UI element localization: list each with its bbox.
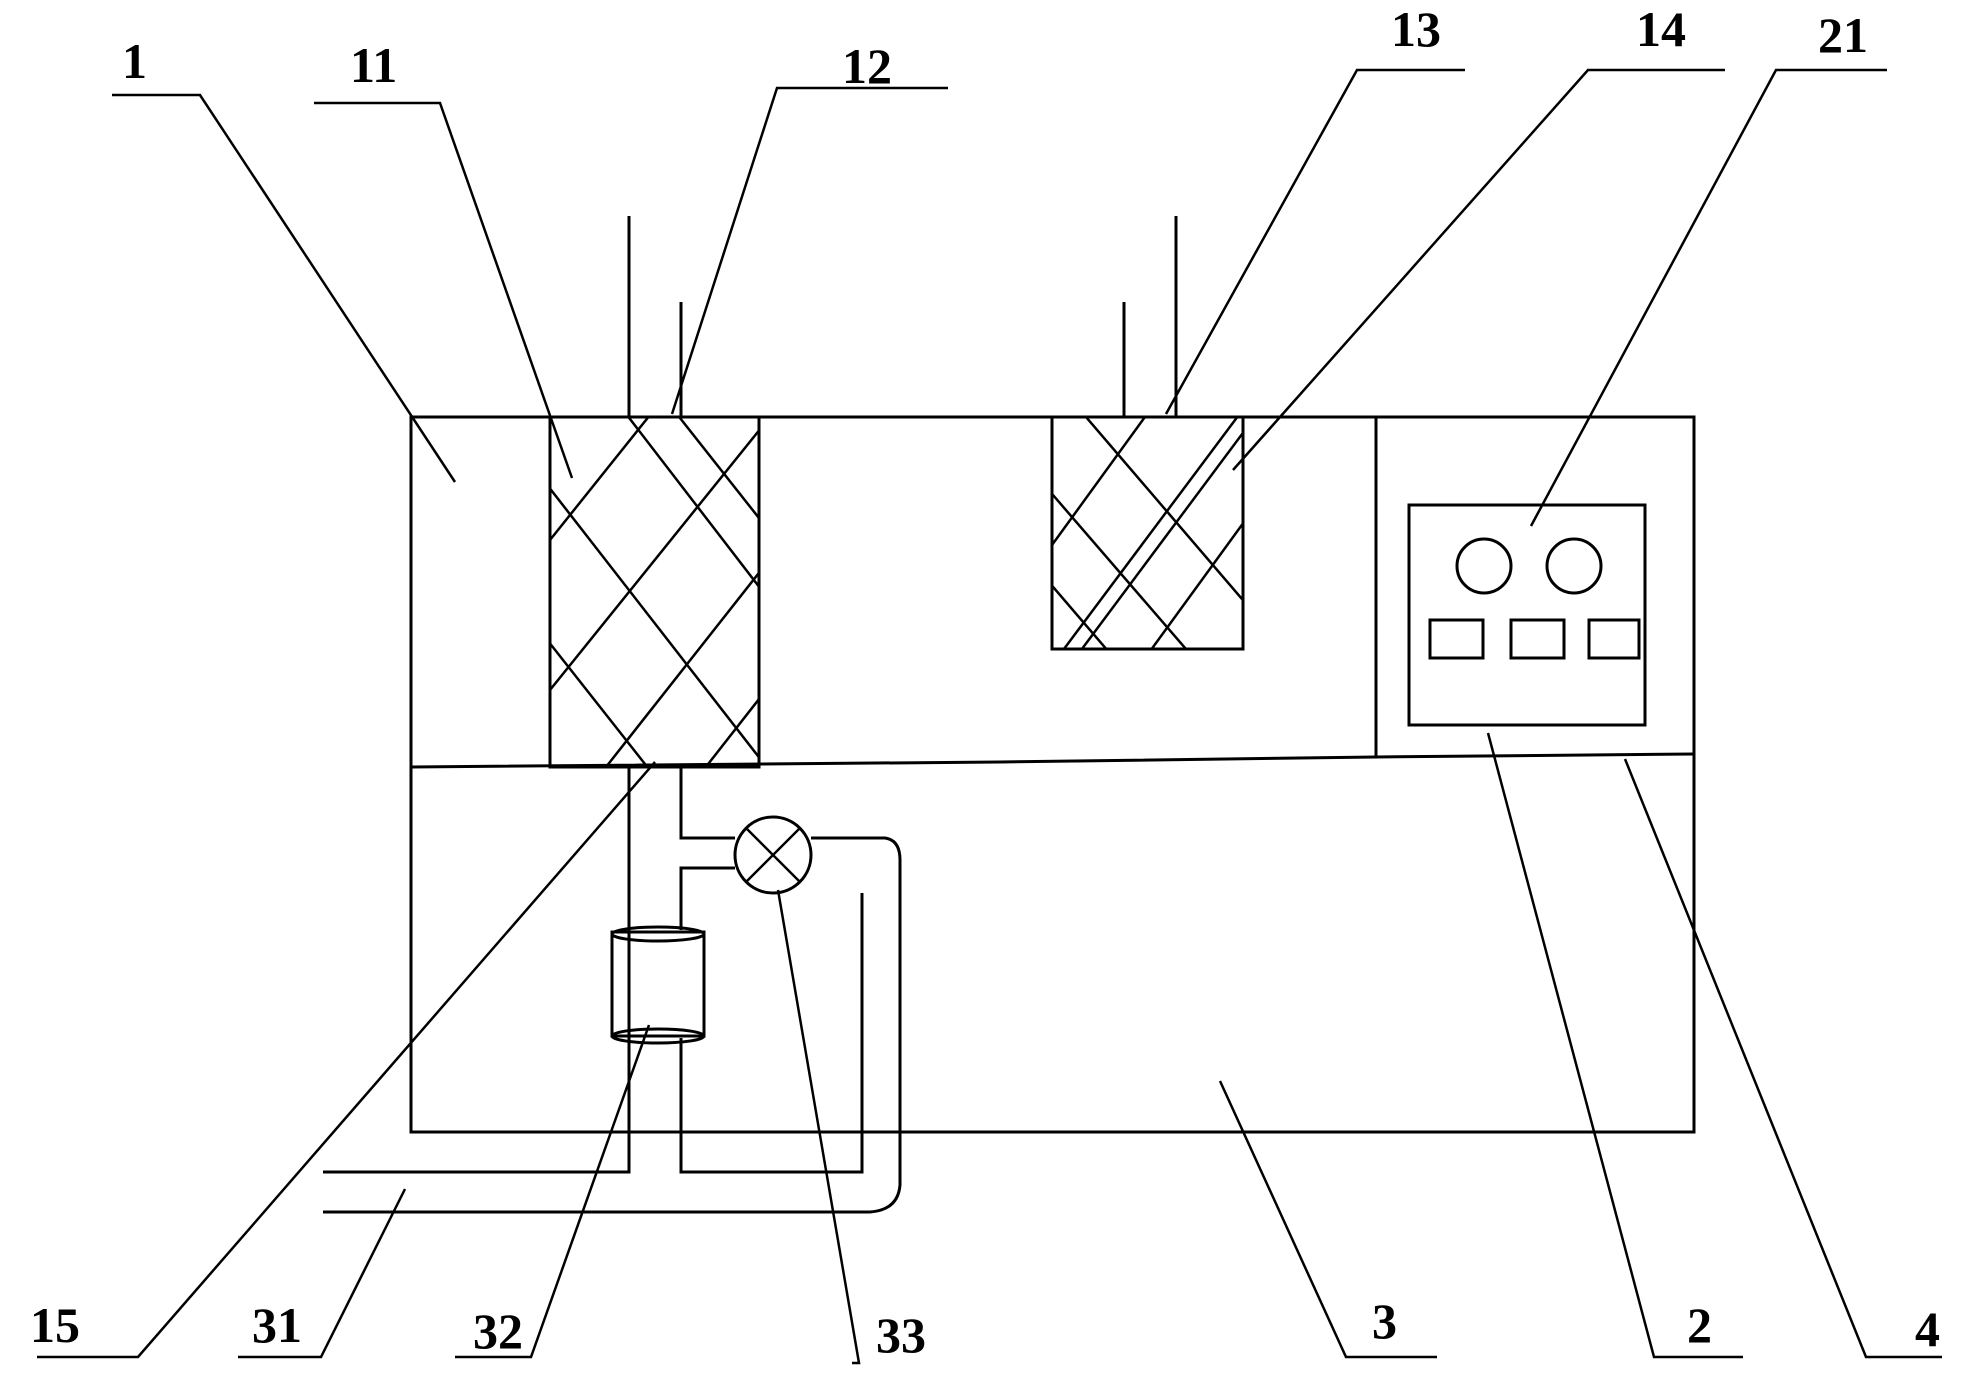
label-4: 4 bbox=[1915, 1301, 1940, 1357]
label-32: 32 bbox=[473, 1303, 523, 1359]
label-11: 11 bbox=[350, 37, 397, 93]
label-3: 3 bbox=[1372, 1293, 1397, 1349]
control-panel bbox=[1407, 503, 1647, 727]
label-15: 15 bbox=[30, 1297, 80, 1353]
indicator-lamp-right bbox=[1545, 537, 1603, 595]
housing-partition bbox=[410, 752, 1695, 769]
valve bbox=[733, 815, 813, 895]
label-31: 31 bbox=[252, 1297, 302, 1353]
label-33: 33 bbox=[876, 1307, 926, 1363]
indicator-lamp-left bbox=[1455, 537, 1513, 595]
canister bbox=[610, 925, 706, 1045]
lower-piping bbox=[323, 767, 902, 1214]
leader-lines bbox=[37, 68, 1942, 1365]
label-2: 2 bbox=[1687, 1297, 1712, 1353]
label-12: 12 bbox=[842, 38, 892, 94]
filter-cartridge-right bbox=[1050, 415, 1245, 651]
panel-button-2 bbox=[1509, 618, 1566, 660]
panel-button-3 bbox=[1587, 618, 1641, 660]
label-1: 1 bbox=[122, 33, 147, 89]
label-21: 21 bbox=[1818, 7, 1868, 63]
label-13: 13 bbox=[1391, 1, 1441, 57]
filter-cartridge-left bbox=[548, 415, 761, 769]
panel-button-1 bbox=[1428, 618, 1485, 660]
label-14: 14 bbox=[1636, 1, 1686, 57]
